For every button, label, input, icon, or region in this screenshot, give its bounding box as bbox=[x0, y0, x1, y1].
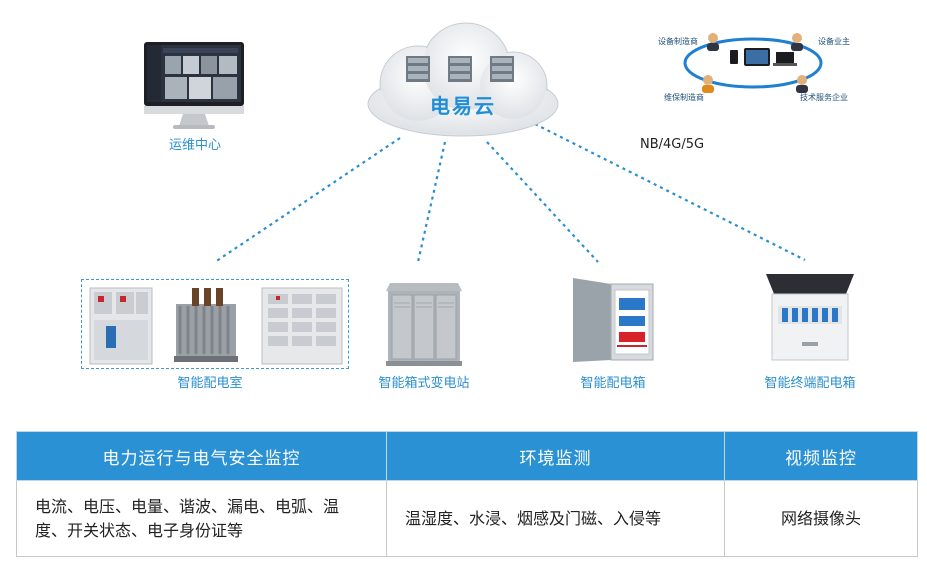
cell-video: 网络摄像头 bbox=[724, 480, 918, 557]
table-row: 电流、电压、电量、谐波、漏电、电弧、温度、开关状态、电子身份证等 温湿度、水浸、… bbox=[16, 480, 918, 557]
line-to-distribution-room bbox=[214, 137, 401, 263]
box-substation-image bbox=[384, 281, 464, 367]
device-label-distribution-box: 智能配电箱 bbox=[580, 376, 646, 391]
cloud-icon bbox=[367, 22, 559, 137]
label-maintainer: 维保制造商 bbox=[664, 93, 704, 102]
box-substation-icon bbox=[386, 283, 462, 366]
table-header-row: 电力运行与电气安全监控 环境监测 视频监控 bbox=[16, 431, 918, 481]
cell-environment: 温湿度、水浸、烟感及门磁、入侵等 bbox=[386, 480, 725, 557]
header-video: 视频监控 bbox=[724, 431, 918, 481]
header-power-safety: 电力运行与电气安全监控 bbox=[16, 431, 387, 481]
person-icon bbox=[702, 75, 714, 93]
cloud-label: 电易云 bbox=[430, 94, 496, 118]
distribution-box-icon bbox=[573, 278, 654, 362]
person-icon bbox=[707, 33, 719, 51]
network-label: NB/4G/5G bbox=[640, 137, 705, 152]
phone-icon bbox=[730, 50, 738, 64]
device-label-distribution-room: 智能配电室 bbox=[177, 376, 243, 391]
header-environment: 环境监测 bbox=[386, 431, 725, 481]
line-to-box-substation bbox=[416, 141, 447, 263]
device-label-box-substation: 智能箱式变电站 bbox=[378, 376, 470, 391]
line-to-distribution-box bbox=[486, 141, 599, 263]
person-icon bbox=[796, 75, 808, 93]
monitor-icon bbox=[144, 42, 244, 129]
stakeholder-ring bbox=[683, 33, 823, 93]
cloud: 电易云 bbox=[358, 22, 568, 140]
monitoring-table: 电力运行与电气安全监控 环境监测 视频监控 电流、电压、电量、谐波、漏电、电弧、… bbox=[16, 431, 918, 557]
terminal-box-image bbox=[762, 272, 858, 364]
stakeholder-network: 设备制造商 设备业主 维保制造商 技术服务企业 bbox=[650, 28, 850, 108]
device-label-terminal-box: 智能终端配电箱 bbox=[764, 376, 856, 391]
line-to-terminal-box bbox=[534, 123, 806, 261]
terminal-box-icon bbox=[766, 274, 854, 361]
label-manufacturer: 设备制造商 bbox=[658, 37, 698, 46]
distribution-box-image bbox=[571, 276, 655, 364]
label-owner: 设备业主 bbox=[818, 37, 850, 46]
cell-power-safety: 电流、电压、电量、谐波、漏电、电弧、温度、开关状态、电子身份证等 bbox=[16, 480, 387, 557]
switchgear-icon bbox=[89, 287, 343, 365]
label-tech-service: 技术服务企业 bbox=[800, 93, 848, 102]
server-icons bbox=[406, 56, 514, 82]
ops-center-label: 运维中心 bbox=[168, 138, 221, 153]
person-icon bbox=[791, 33, 803, 51]
laptop-icon bbox=[776, 52, 794, 63]
distribution-room-box bbox=[81, 279, 349, 369]
distribution-room-image bbox=[84, 282, 346, 366]
ops-center-monitor bbox=[143, 40, 245, 130]
